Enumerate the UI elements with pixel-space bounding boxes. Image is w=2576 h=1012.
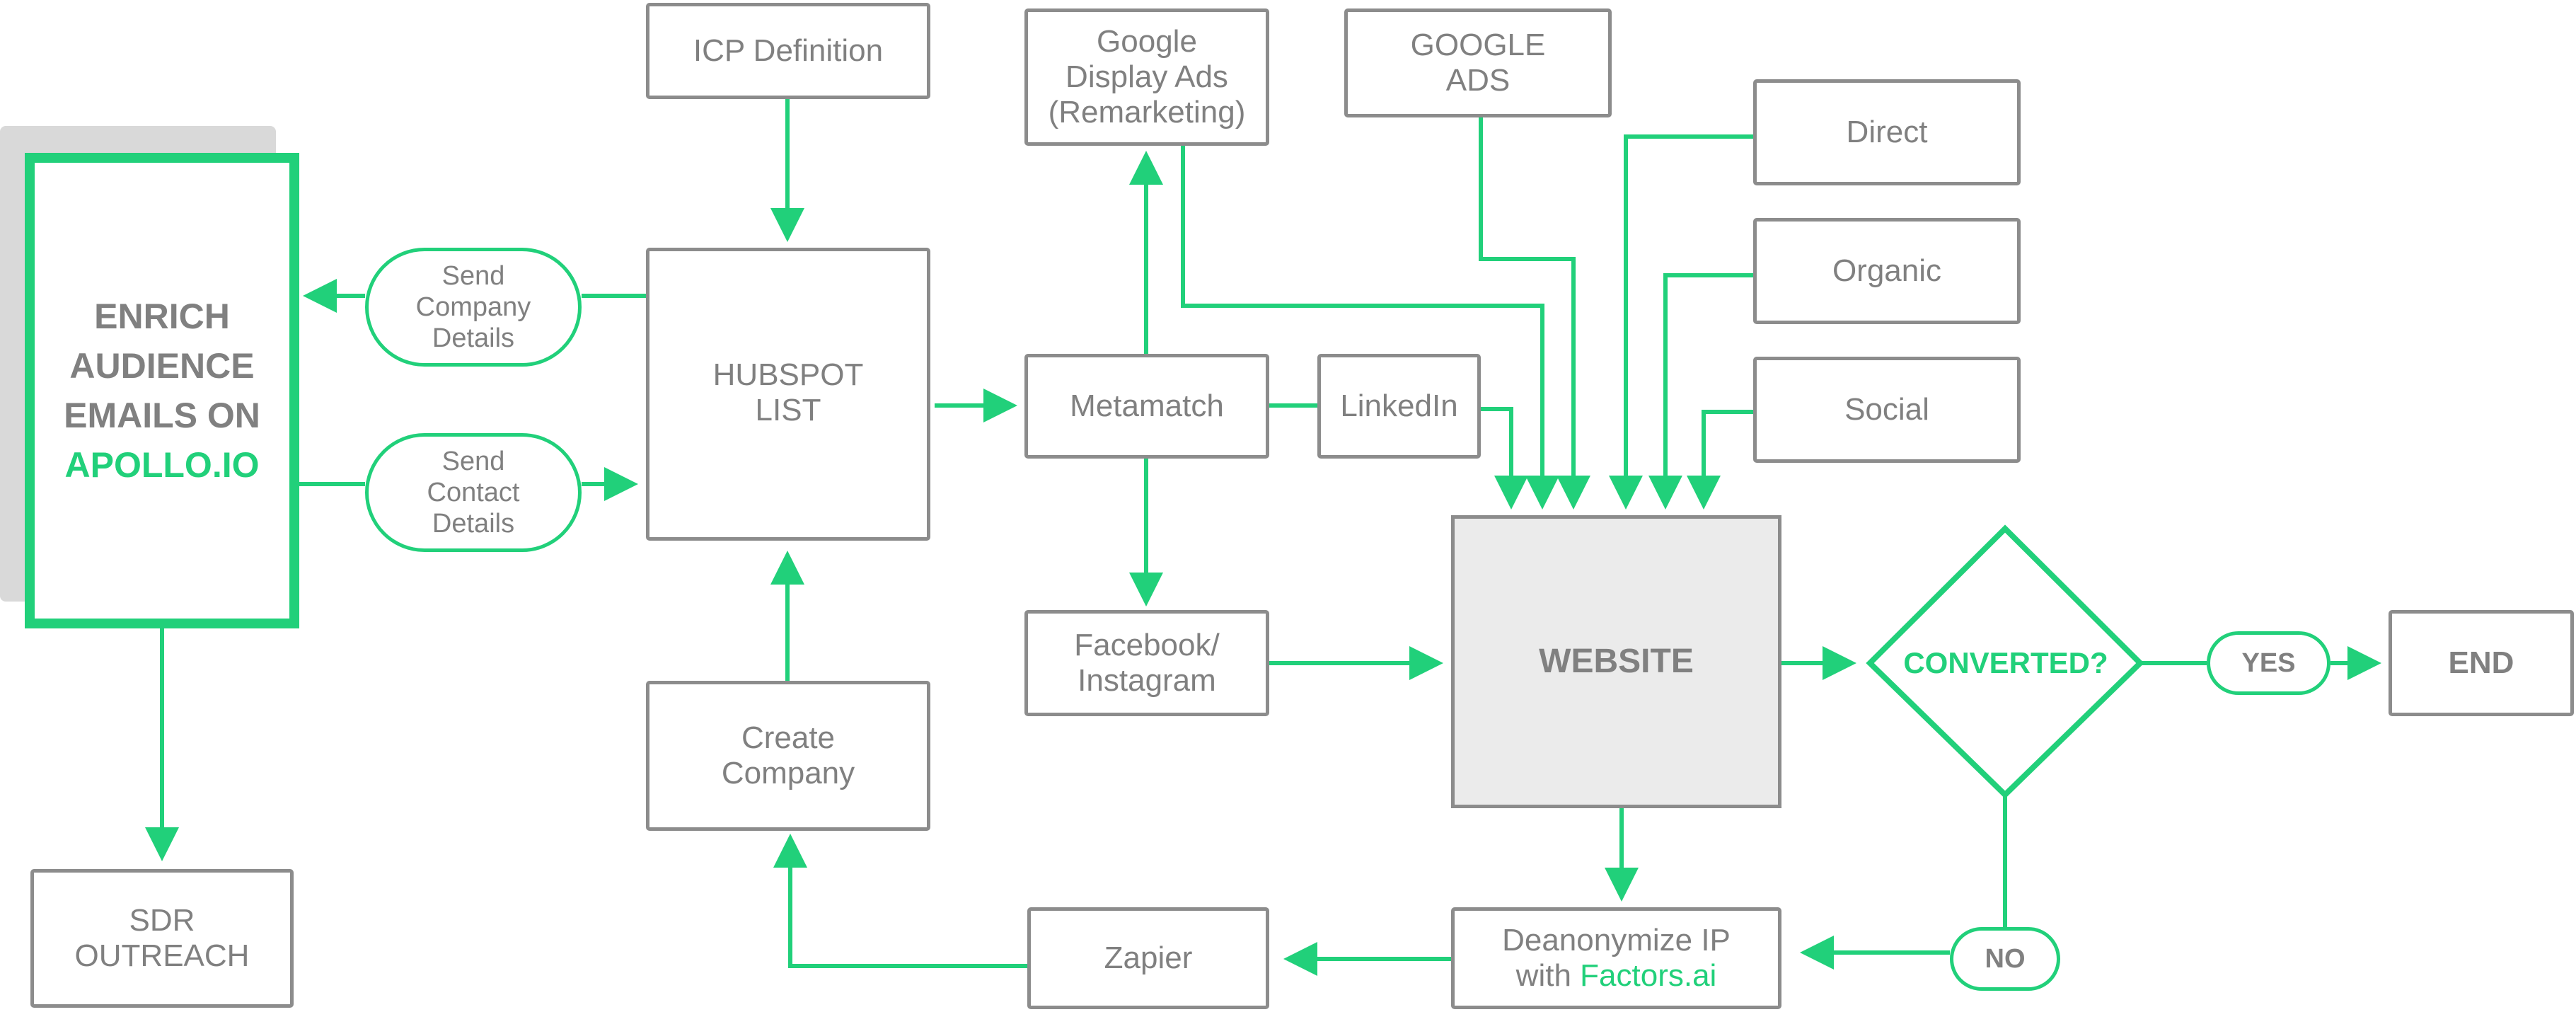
facebook-instagram-box[interactable]: Facebook/ Instagram — [1024, 610, 1269, 716]
deanonymize-with: with — [1515, 958, 1581, 993]
arrow-organic-to-website — [1648, 273, 1753, 510]
enrich-audience-box[interactable]: ENRICH AUDIENCE EMAILS ON APOLLO.IO — [25, 153, 299, 628]
arrow-social-to-website — [1687, 410, 1753, 510]
arrow-google-ads-to-website — [1479, 117, 1590, 510]
google-display-ads-box[interactable]: Google Display Ads (Remarketing) — [1024, 8, 1269, 146]
google-ads-box[interactable]: GOOGLE ADS — [1344, 8, 1612, 117]
create-company-box[interactable]: Create Company — [646, 681, 930, 831]
arrow-google-display-to-website — [1181, 146, 1559, 510]
enrich-line-apollo: APOLLO.IO — [64, 445, 260, 485]
linkedin-box[interactable]: LinkedIn — [1317, 354, 1481, 459]
direct-box[interactable]: Direct — [1753, 79, 2021, 185]
send-contact-details-pill[interactable]: Send Contact Details — [365, 433, 582, 552]
yes-pill[interactable]: YES — [2207, 631, 2330, 695]
website-box[interactable]: WEBSITE — [1451, 515, 1781, 808]
social-box[interactable]: Social — [1753, 357, 2021, 463]
enrich-line-2: AUDIENCE — [69, 346, 255, 386]
end-box[interactable]: END — [2389, 610, 2574, 716]
hubspot-list-box[interactable]: HUBSPOT LIST — [646, 248, 930, 541]
icp-definition-box[interactable]: ICP Definition — [646, 3, 930, 99]
arrow-zapier-to-create-company — [773, 834, 1027, 968]
metamatch-box[interactable]: Metamatch — [1024, 354, 1269, 459]
no-pill[interactable]: NO — [1950, 927, 2060, 991]
deanonymize-line-2: with Factors.ai — [1516, 958, 1717, 994]
sdr-outreach-box[interactable]: SDR OUTREACH — [30, 869, 294, 1008]
enrich-line-1: ENRICH — [94, 297, 230, 336]
converted-label[interactable]: CONVERTED? — [1903, 646, 2108, 679]
factors-ai-brand: Factors.ai — [1580, 958, 1717, 993]
deanonymize-line-1: Deanonymize IP — [1502, 923, 1731, 958]
enrich-line-3: EMAILS ON — [64, 396, 260, 435]
converted-diamond — [1866, 524, 2144, 799]
deanonymize-ip-box[interactable]: Deanonymize IP with Factors.ai — [1451, 907, 1781, 1009]
zapier-box[interactable]: Zapier — [1027, 907, 1269, 1009]
organic-box[interactable]: Organic — [1753, 218, 2021, 324]
send-company-details-pill[interactable]: Send Company Details — [365, 248, 582, 367]
arrow-direct-to-website — [1609, 134, 1753, 510]
arrow-linkedin-to-website — [1481, 407, 1528, 510]
